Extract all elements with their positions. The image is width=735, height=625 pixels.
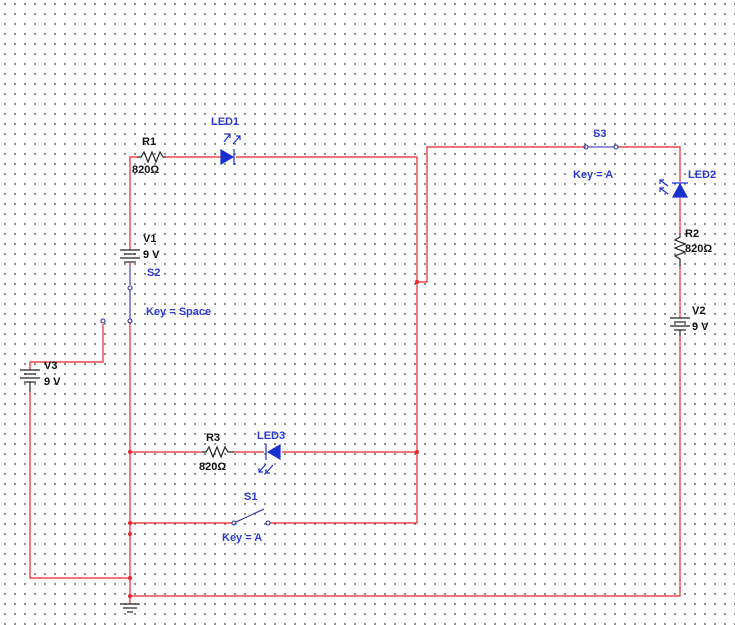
resistor-r1-symbol (137, 150, 166, 164)
led2-ref: LED2 (688, 169, 716, 181)
v1-ref: V1 (143, 233, 156, 245)
v3-value: 9 V (44, 376, 61, 388)
wire-led1-right[interactable] (236, 156, 418, 282)
resistor-r2[interactable]: R2 820Ω (673, 228, 712, 267)
ground-icon[interactable] (120, 603, 140, 613)
wire-v2-ground[interactable] (130, 336, 681, 597)
resistor-r2-symbol (673, 233, 687, 267)
battery-v1[interactable]: V1 9 V (120, 233, 160, 266)
switch-s1[interactable]: S1 Key = A (222, 491, 271, 544)
wire-v3-ground[interactable] (29, 392, 130, 579)
s2-ref: S2 (147, 267, 160, 279)
switch-s3[interactable]: S3 Key = A (573, 128, 619, 181)
s1-ref: S1 (244, 491, 257, 503)
s2-common-terminal (127, 285, 133, 291)
junction-dot (128, 576, 132, 580)
led-led2[interactable]: LED2 (659, 169, 716, 198)
battery-v2[interactable]: V2 9 V (670, 305, 709, 336)
led3-symbol (266, 443, 281, 461)
wires (29, 146, 681, 604)
wire-right-bus[interactable] (417, 146, 586, 283)
r1-ref: R1 (142, 136, 156, 148)
junction-dot (128, 450, 132, 454)
junction-dot (128, 594, 132, 598)
junctions (128, 280, 419, 598)
s3-terminal-right (613, 144, 619, 150)
r2-ref: R2 (685, 228, 699, 240)
wire-s1-right[interactable] (270, 452, 418, 524)
led2-symbol (671, 182, 689, 198)
battery-v3[interactable]: V3 9 V (20, 360, 61, 392)
resistor-r1[interactable]: R1 820Ω (132, 136, 166, 176)
s1-key: Key = A (222, 532, 262, 544)
r3-ref: R3 (206, 432, 220, 444)
led1-ref: LED1 (211, 116, 239, 128)
wire-s2-v3[interactable] (29, 324, 104, 370)
v2-value: 9 V (692, 321, 709, 333)
switch-s2[interactable]: S2 Key = Space (100, 266, 211, 324)
resistor-r3-symbol (202, 445, 234, 459)
junction-dot (415, 450, 419, 454)
led3-ref: LED3 (257, 430, 285, 442)
s2-terminal-a (127, 318, 133, 324)
junction-dot (128, 532, 132, 536)
s1-blade (235, 508, 265, 523)
r3-value: 820Ω (199, 461, 226, 473)
r2-value: 820Ω (685, 243, 712, 255)
v2-ref: V2 (692, 305, 705, 317)
resistor-r3[interactable]: R3 820Ω (199, 432, 234, 473)
s3-ref: S3 (593, 128, 606, 140)
v1-value: 9 V (143, 249, 160, 261)
junction-dot (415, 280, 419, 284)
wire-s3-led2[interactable] (618, 146, 681, 182)
led1-emission-arrows (223, 133, 241, 145)
wire-v1-r1[interactable] (129, 156, 137, 244)
s3-key: Key = A (573, 169, 613, 181)
v3-ref: V3 (44, 360, 57, 372)
junction-dot (128, 521, 132, 525)
r1-value: 820Ω (132, 164, 159, 176)
led1-symbol (220, 148, 235, 166)
led3-emission-arrows (258, 463, 274, 474)
s1-terminal-right (265, 520, 271, 526)
led-led1[interactable]: LED1 (211, 116, 241, 166)
s1-terminal-left (231, 520, 237, 526)
s2-terminal-b (100, 318, 106, 324)
s2-key: Key = Space (146, 306, 211, 318)
led-led3[interactable]: LED3 (257, 430, 285, 474)
led2-emission-arrows (659, 179, 669, 195)
